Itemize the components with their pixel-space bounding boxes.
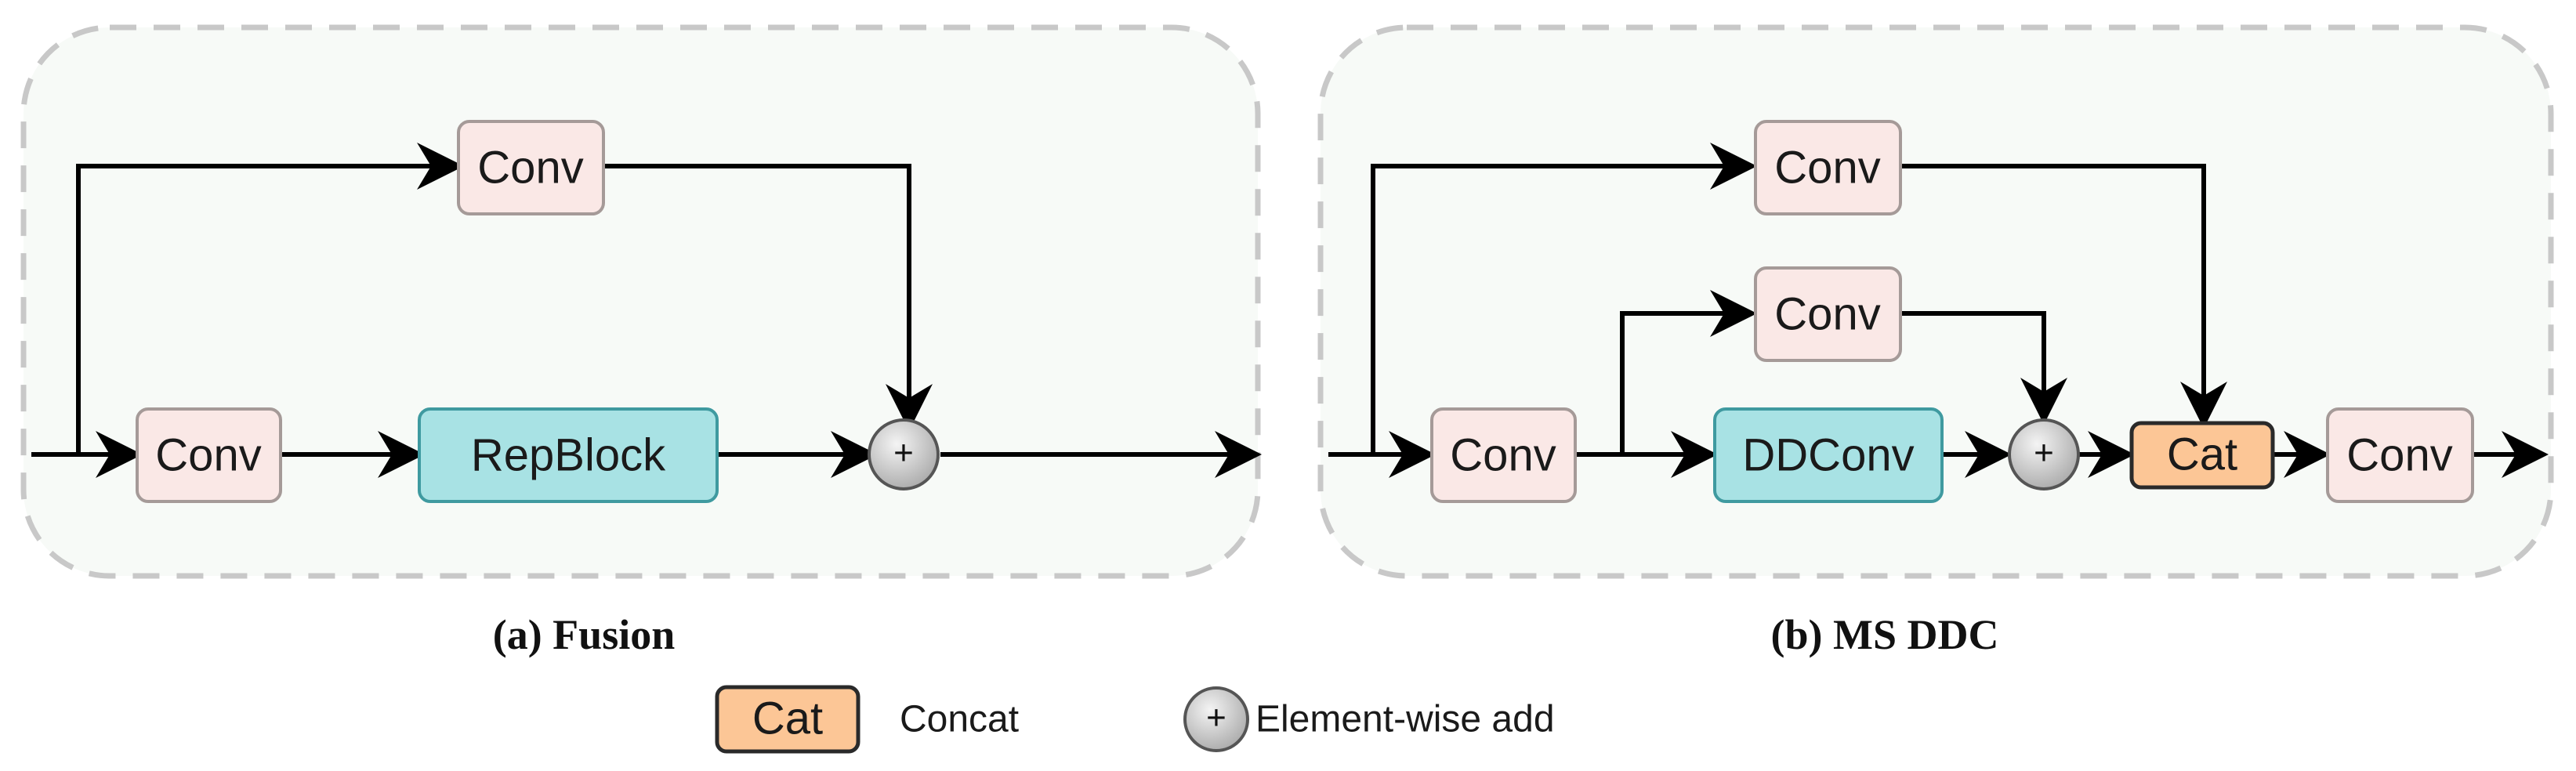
- b-out-conv-block: Conv: [2326, 407, 2474, 503]
- a-main-conv-block: Conv: [136, 407, 282, 503]
- b-out-conv-label: Conv: [2346, 430, 2452, 481]
- b-ddconv-block: DDConv: [1713, 407, 1944, 503]
- b-cat-block: Cat: [2129, 421, 2275, 490]
- b-mid-conv-block: Conv: [1754, 266, 1902, 362]
- b-top-conv-block: Conv: [1754, 120, 1902, 215]
- b-add-symbol: +: [2034, 434, 2054, 472]
- legend-cat-swatch: [715, 685, 860, 754]
- b-cat-label: Cat: [2167, 429, 2237, 480]
- b-main-conv-block: Conv: [1430, 407, 1577, 503]
- legend-add-symbol: +: [1206, 699, 1226, 737]
- b-add-node: +: [2008, 418, 2080, 490]
- b-caption: (b) MS DDC: [1771, 611, 1999, 658]
- b-top-conv-to-cat-arrow: [1900, 164, 2227, 429]
- b-branch-arrow: [1620, 290, 1757, 454]
- a-repblock-label: RepBlock: [471, 430, 666, 481]
- b-mid-conv-label: Conv: [1774, 289, 1880, 340]
- a-top-conv-label: Conv: [477, 143, 583, 194]
- b-skip-arrow: [1371, 143, 1757, 454]
- a-skip-arrow: [76, 143, 464, 454]
- a-add-node: +: [868, 418, 940, 490]
- legend-cat-box-label: Cat: [752, 693, 823, 744]
- b-top-conv-label: Conv: [1774, 143, 1880, 194]
- legend-add-label: Element-wise add: [1255, 699, 1555, 740]
- a-top-conv-block: Conv: [457, 120, 605, 215]
- add-circle-icon: [2008, 418, 2080, 490]
- add-circle-icon: [1183, 686, 1249, 752]
- legend-concat: Cat Concat: [715, 685, 1019, 754]
- a-repblock-block: RepBlock: [418, 407, 719, 503]
- panel-a-fusion: Conv Conv RepBlock + (a) Fusion: [20, 24, 1262, 658]
- add-circle-icon: [868, 418, 940, 490]
- panel-b-msddc: Conv Conv Conv DDConv + Cat Conv (b) MS …: [1317, 24, 2554, 658]
- legend: Cat Concat + Element-wise add: [715, 685, 1555, 754]
- a-add-symbol: +: [893, 434, 914, 472]
- a-caption: (a) Fusion: [493, 611, 676, 658]
- legend-add: + Element-wise add: [1183, 686, 1555, 752]
- b-ddconv-label: DDConv: [1742, 430, 1914, 481]
- a-top-conv-to-add-arrow: [603, 164, 933, 431]
- a-main-conv-label: Conv: [155, 430, 261, 481]
- b-main-conv-label: Conv: [1450, 430, 1556, 481]
- legend-concat-label: Concat: [900, 699, 1019, 740]
- b-mid-conv-to-add-arrow: [1900, 311, 2067, 425]
